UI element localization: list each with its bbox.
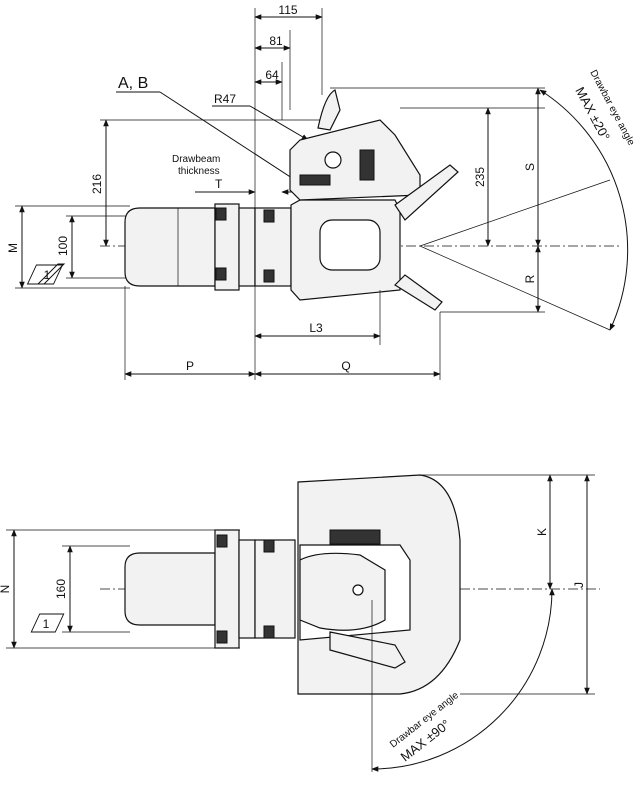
flange-plate: [238, 207, 256, 287]
leader-r47: [249, 105, 309, 141]
label-n: N: [0, 585, 12, 594]
plate-bolt-b2: [263, 625, 275, 639]
jaw-opening: [319, 219, 381, 271]
label-t: T: [215, 177, 223, 191]
flange-bolt-top: [215, 207, 227, 221]
dim-160-label: 160: [54, 579, 68, 599]
label-s: S: [523, 163, 537, 171]
top-view: 115 81 64 A, B R47 216 M 100 1: [6, 3, 637, 380]
dim-100-label: 100: [56, 236, 70, 256]
pivot-pin: [324, 151, 342, 169]
bottom-view: N 160 1 K J Drawba: [0, 474, 600, 772]
note-box-frame: [36, 263, 66, 285]
flange-bolt-bottom: [215, 267, 227, 281]
flange-plate-bottom: [238, 539, 256, 639]
mounting-cylinder: [124, 207, 216, 287]
dim-115-label: 115: [278, 3, 297, 17]
flange-bolt-b1: [216, 534, 228, 548]
drawbeam-label-line2: thickness: [178, 166, 220, 177]
angle-ray-upper: [419, 179, 611, 247]
jaw-mouth-upper: [394, 164, 459, 221]
angle-arc-90: [371, 588, 555, 772]
spring-housing: [359, 149, 375, 181]
mounting-cylinder-bottom: [124, 552, 216, 626]
plate-bolt-bottom: [263, 269, 275, 283]
note-box-bottom: [30, 613, 65, 633]
mechanism-detail: [299, 174, 331, 186]
note-box-1: 1: [44, 268, 51, 282]
label-r: R: [523, 274, 537, 283]
label-a-b: A, B: [118, 75, 148, 92]
label-p: P: [186, 359, 194, 373]
upper-mechanism: [289, 119, 421, 201]
label-k: K: [535, 528, 549, 536]
label-r47: R47: [214, 92, 236, 106]
dim-64-label: 64: [265, 68, 279, 82]
label-j: J: [572, 582, 586, 588]
label-q: Q: [341, 359, 350, 373]
jaw-mouth-lower: [394, 274, 443, 311]
note-box-1-bottom: 1: [43, 617, 50, 631]
note-box-skew: [26, 264, 64, 285]
upper-detail: [329, 529, 381, 545]
angle-ray-lower: [419, 245, 611, 331]
dim-81-label: 81: [269, 34, 283, 48]
plate-bolt-top: [263, 209, 275, 223]
angle-arc-20: [539, 89, 629, 331]
flange-bolt-b2: [216, 630, 228, 644]
handle-lever: [317, 89, 341, 131]
dim-235-label: 235: [473, 167, 487, 187]
label-l3: L3: [309, 321, 323, 335]
mounting-flange-bottom: [214, 529, 240, 649]
drawbeam-plate-bottom: [254, 539, 296, 639]
pin-center: [352, 584, 364, 596]
dim-216-label: 216: [90, 174, 104, 194]
drawbeam-label-line1: Drawbeam: [172, 154, 220, 165]
plate-bolt-b1: [263, 539, 275, 553]
label-m: M: [6, 243, 20, 253]
